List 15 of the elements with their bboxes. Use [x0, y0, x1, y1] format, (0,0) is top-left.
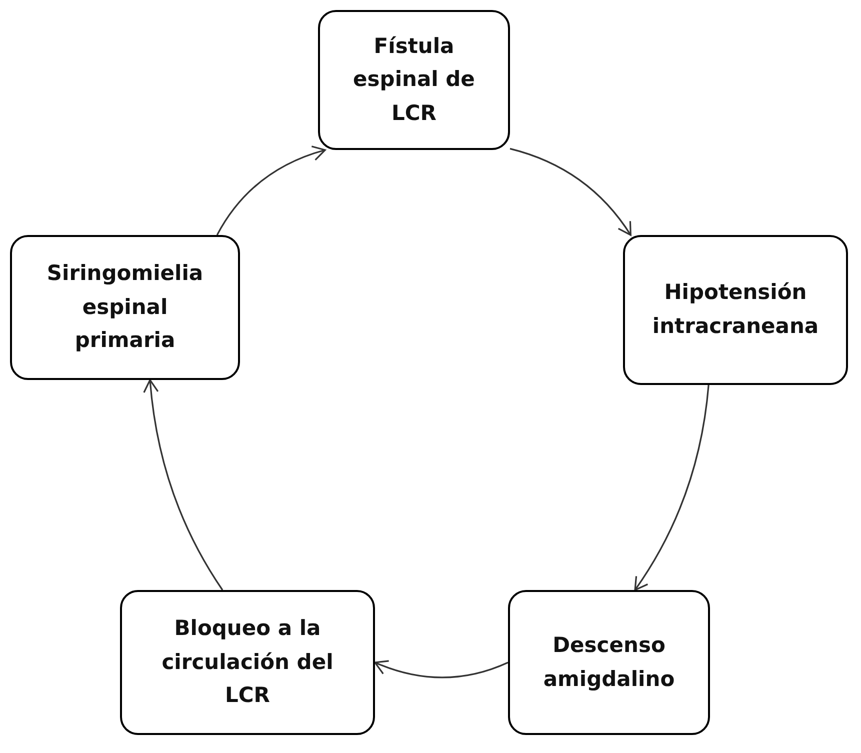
- process-box: [10, 235, 240, 380]
- process-box: [120, 590, 375, 735]
- curved-arrow: [374, 660, 508, 678]
- process-box: [508, 590, 710, 735]
- box-label: Hipotensión intracraneana: [651, 279, 820, 340]
- process-box: [318, 10, 510, 150]
- curved-arrow: [510, 148, 632, 236]
- curved-arrow: [143, 379, 224, 590]
- curved-arrow: [216, 146, 326, 236]
- box-label: Siringomielia espinal primaria: [46, 260, 204, 354]
- box-label: Fístula espinal de LCR: [352, 32, 476, 127]
- box-label: Descenso amigdalino: [542, 632, 676, 692]
- process-box: [623, 235, 848, 385]
- box-label: Bloqueo a la circulación del LCR: [160, 615, 334, 710]
- curved-arrow: [634, 384, 710, 591]
